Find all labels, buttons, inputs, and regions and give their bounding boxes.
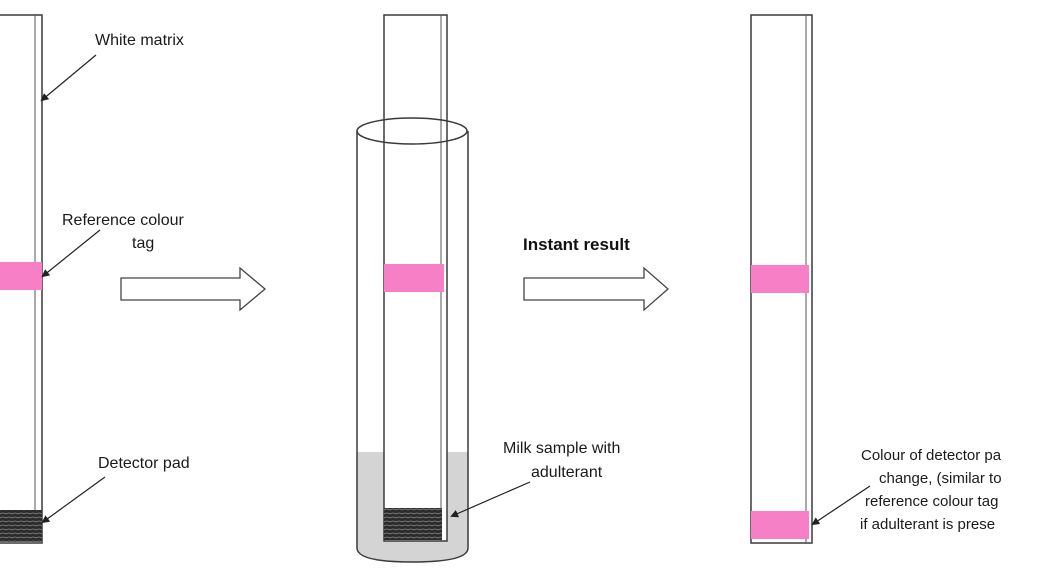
pointer-result xyxy=(811,485,871,526)
pointer-milk-sample xyxy=(450,481,531,518)
label-milk-sample-line2: adulterant xyxy=(531,464,603,481)
strip-1-reference-colour-tag xyxy=(0,262,42,290)
label-result-line1: Colour of detector pa xyxy=(861,447,1002,464)
label-result-line2: change, (similar to xyxy=(879,470,1002,487)
strip-3 xyxy=(750,14,813,544)
label-reference-tag-line1: Reference colour xyxy=(62,212,185,229)
strip-1 xyxy=(0,14,43,544)
process-arrow-1 xyxy=(120,266,267,312)
process-arrow-2 xyxy=(523,266,669,312)
milk-left xyxy=(358,452,383,542)
strip-2-reference-colour-tag xyxy=(384,264,444,292)
strip-2-detector-pad xyxy=(384,508,442,540)
strip-3-detector-pad-changed xyxy=(751,511,809,539)
test-tube-rim xyxy=(356,117,468,145)
label-instant-result: Instant result xyxy=(523,235,630,254)
test-tube-assembly xyxy=(356,14,469,563)
label-result-line3: reference colour tag xyxy=(865,493,998,510)
label-milk-sample-line1: Milk sample with xyxy=(503,440,620,457)
pointer-reference-tag xyxy=(41,229,101,278)
label-detector-pad: Detector pad xyxy=(98,455,190,472)
strip-1-detector-pad xyxy=(0,510,42,542)
pointer-detector-pad xyxy=(41,476,106,524)
label-white-matrix: White matrix xyxy=(95,32,184,49)
label-reference-tag-line2: tag xyxy=(132,235,154,252)
pointer-white-matrix xyxy=(40,54,97,102)
strip-3-reference-colour-tag xyxy=(751,265,809,293)
milk-right xyxy=(448,452,467,542)
test-tube xyxy=(356,131,469,563)
label-result-line4: if adulterant is prese xyxy=(860,516,995,533)
